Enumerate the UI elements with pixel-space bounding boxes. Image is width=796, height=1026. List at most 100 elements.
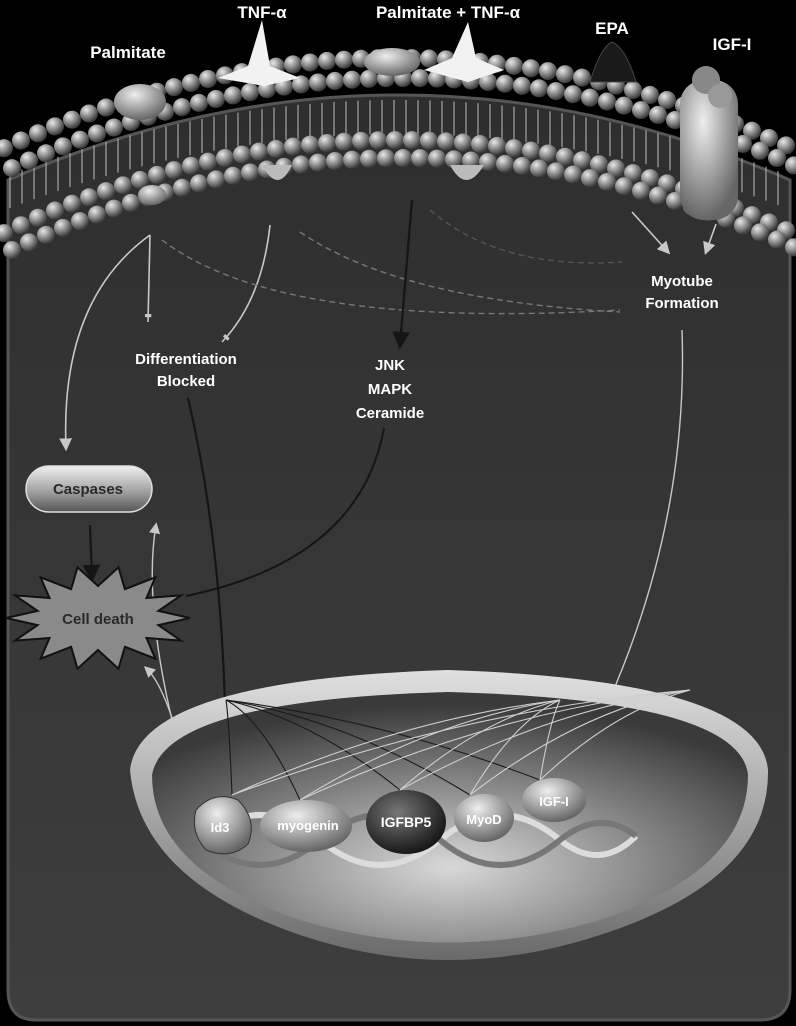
membrane-bead bbox=[360, 69, 378, 88]
membrane-bead bbox=[29, 124, 47, 143]
membrane-bead bbox=[3, 241, 21, 260]
membrane-bead bbox=[318, 51, 336, 70]
membrane-bead bbox=[0, 139, 13, 158]
label-mapk: MAPK bbox=[368, 381, 412, 398]
membrane-bead bbox=[411, 69, 429, 88]
membrane-bead bbox=[445, 150, 463, 169]
membrane-bead bbox=[777, 136, 795, 155]
label-ceramide: Ceramide bbox=[356, 405, 424, 422]
membrane-bead bbox=[29, 208, 47, 227]
membrane-bead bbox=[97, 98, 115, 117]
membrane-bead bbox=[12, 216, 30, 235]
membrane-bead bbox=[522, 141, 540, 160]
membrane-bead bbox=[479, 152, 497, 171]
receptors bbox=[114, 20, 738, 220]
membrane-bead bbox=[556, 65, 574, 84]
membrane-bead bbox=[471, 135, 489, 154]
membrane-bead bbox=[632, 181, 650, 200]
membrane-bead bbox=[224, 166, 242, 185]
arrow-caspases-celldeath bbox=[82, 524, 101, 583]
membrane-bead bbox=[309, 153, 327, 172]
myogenin-protein bbox=[260, 800, 352, 852]
dashed-tnf-myotube bbox=[299, 231, 621, 313]
membrane-bead bbox=[54, 137, 72, 156]
nucleus-interior bbox=[152, 692, 748, 943]
membrane-bead bbox=[496, 154, 514, 173]
label-palmitate-tnf: Palmitate + TNF-α bbox=[376, 3, 521, 22]
membrane-bead bbox=[46, 201, 64, 220]
membrane-bead bbox=[122, 193, 140, 212]
membrane-bead bbox=[386, 131, 404, 150]
labels: Palmitate TNF-α Palmitate + TNF-α EPA IG… bbox=[53, 3, 751, 835]
arrow-epa-myotube bbox=[631, 211, 671, 255]
label-jnk: JNK bbox=[375, 357, 405, 374]
palmitate-tnf-receptor-base bbox=[450, 165, 484, 180]
membrane-bead bbox=[496, 74, 514, 93]
membrane-bead bbox=[530, 159, 548, 178]
membrane-bead bbox=[641, 169, 659, 188]
label-caspases: Caspases bbox=[53, 481, 123, 498]
membrane-bead bbox=[3, 159, 21, 178]
membrane-bead bbox=[114, 176, 132, 195]
membrane-bead bbox=[173, 178, 191, 197]
label-palmitate: Palmitate bbox=[90, 43, 166, 62]
membrane-bead bbox=[624, 81, 642, 100]
arrow-ceramide-celldeath bbox=[185, 427, 385, 597]
membrane-bead bbox=[564, 85, 582, 104]
membrane-bead bbox=[182, 156, 200, 175]
tnf-ligand bbox=[218, 20, 300, 86]
membrane-bead bbox=[105, 199, 123, 218]
palmitate-receptor bbox=[114, 84, 166, 120]
arrow-palmitate-caspases bbox=[59, 234, 151, 452]
membrane-bead bbox=[20, 233, 38, 252]
id3-protein bbox=[193, 796, 252, 855]
arrow-igf-myotube bbox=[703, 223, 717, 256]
membrane-bead bbox=[573, 68, 591, 87]
membrane-bead bbox=[641, 85, 659, 104]
membrane-bead bbox=[479, 72, 497, 91]
membrane-bead bbox=[437, 132, 455, 151]
membrane-bead bbox=[420, 131, 438, 150]
membrane-bead bbox=[199, 69, 217, 88]
gene-regulation-line bbox=[539, 689, 691, 781]
membrane-bead bbox=[505, 139, 523, 158]
membrane-bead bbox=[743, 121, 761, 140]
membrane-bead bbox=[12, 131, 30, 150]
membrane-bead bbox=[318, 134, 336, 153]
dashed-palmitate-tnf-myotube bbox=[429, 209, 623, 264]
membrane-bead bbox=[581, 88, 599, 107]
membrane-bead bbox=[785, 238, 796, 257]
label-epa: EPA bbox=[595, 19, 629, 38]
gene-proteins bbox=[193, 778, 586, 855]
membrane-bead bbox=[454, 133, 472, 152]
label-formation: Formation bbox=[645, 295, 718, 312]
membrane-bead bbox=[199, 152, 217, 171]
membrane-bead bbox=[360, 149, 378, 168]
gene-regulation-line bbox=[225, 699, 301, 801]
membrane-bead bbox=[649, 105, 667, 124]
membrane-bead bbox=[80, 188, 98, 207]
membrane-bead bbox=[530, 79, 548, 98]
membrane-bead bbox=[63, 194, 81, 213]
caspases-shape bbox=[25, 465, 153, 513]
membrane-bead bbox=[658, 91, 676, 110]
membrane-bead bbox=[46, 117, 64, 136]
gene-regulation-line bbox=[399, 689, 691, 791]
membrane-bead bbox=[190, 174, 208, 193]
label-igfbp5: IGFBP5 bbox=[381, 814, 432, 830]
membrane-bead bbox=[182, 73, 200, 92]
membrane-bead bbox=[241, 83, 259, 102]
membrane-bead bbox=[547, 82, 565, 101]
membrane-bead bbox=[377, 149, 395, 168]
membrane-bead bbox=[190, 93, 208, 112]
membrane-bead bbox=[632, 101, 650, 120]
membrane-bead bbox=[513, 156, 531, 175]
membrane-bead bbox=[760, 128, 778, 147]
membrane-bead bbox=[335, 50, 353, 69]
gene-regulation-lines bbox=[225, 689, 691, 801]
membrane-bead bbox=[768, 230, 786, 249]
label-id3: Id3 bbox=[211, 820, 230, 835]
membrane-bead bbox=[666, 111, 684, 130]
label-tnf: TNF-α bbox=[237, 3, 287, 22]
dashed-palmitate-myotube bbox=[161, 239, 621, 315]
